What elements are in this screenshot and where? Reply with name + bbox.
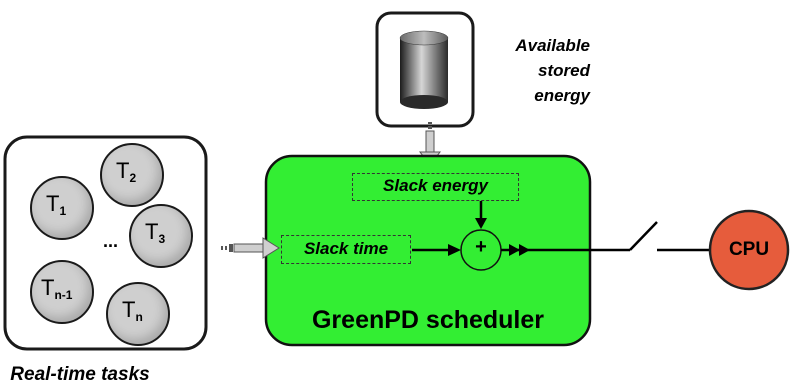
slack-time-label: Slack time [303, 239, 389, 258]
slack-time-arrow [412, 244, 461, 256]
task-circle: Tn-1 [30, 260, 94, 324]
task-circle: T2 [100, 143, 164, 207]
storage-label-line-2: stored [538, 61, 590, 80]
cpu-label: CPU [728, 239, 770, 260]
task-ellipsis: ... [103, 231, 119, 251]
task-pool-caption: Real-time tasks [10, 364, 150, 385]
scheduler-output-arrow [501, 244, 630, 256]
storage-label-line-1: Available [515, 36, 590, 55]
combiner-symbol: + [475, 236, 487, 258]
task-circle: Tn [106, 282, 170, 346]
slack-energy-label: Slack energy [383, 176, 488, 195]
scheduler-title: GreenPD scheduler [311, 306, 545, 334]
slack-time-box [281, 235, 411, 264]
slack-energy-arrow [475, 201, 487, 229]
switch-blade [629, 221, 658, 251]
task-circle: T1 [30, 176, 94, 240]
slack-energy-box [352, 173, 519, 201]
storage-label-line-3: energy [534, 86, 590, 105]
task-flow-arrow [221, 237, 280, 259]
cpu-node [708, 209, 790, 291]
battery-cylinder-icon [399, 30, 449, 109]
task-circle: T3 [129, 204, 193, 268]
